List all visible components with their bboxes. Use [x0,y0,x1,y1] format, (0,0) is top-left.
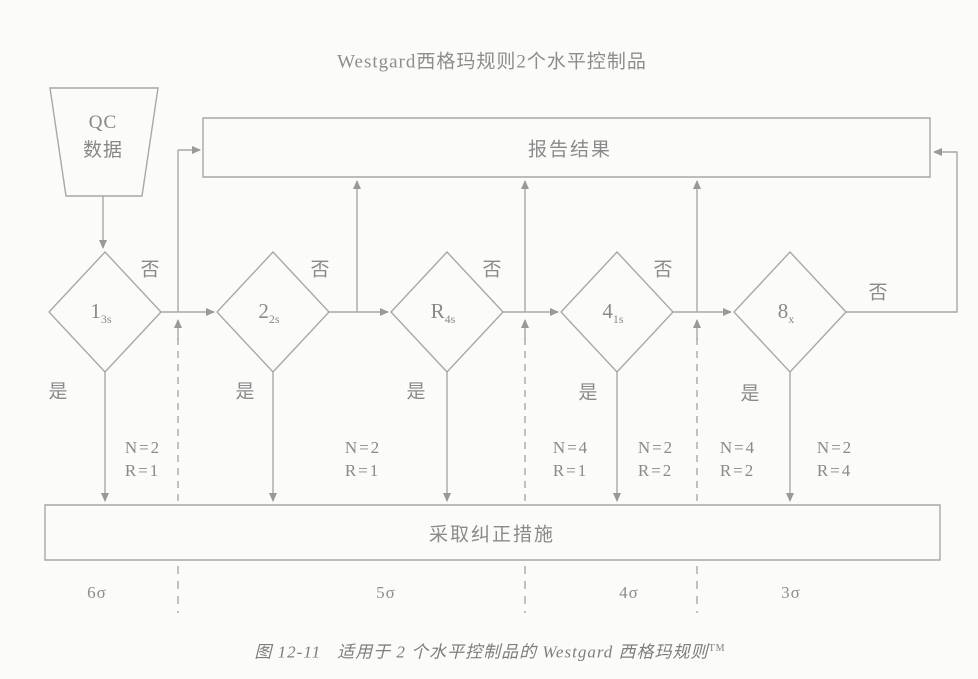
figure-caption-text: 适用于 2 个水平控制品的 Westgard 西格玛规则 [337,642,709,662]
report-results-shape [203,118,930,177]
corrective-action-shape [45,505,940,560]
corrective-action-node: 采取纠正措施 [428,524,556,546]
report-results-node: 报告结果 [527,139,613,161]
yes-label-8x: 是 [740,383,760,405]
decision-r4s: R4s [430,298,456,327]
decision-13s: 13s [90,298,112,327]
no-label-13s: 否 [140,259,160,281]
figure-caption: 图 12-11 适用于 2 个水平控制品的 Westgard 西格玛规则TM [254,638,725,663]
yes-label-13s: 是 [48,381,68,403]
yes-label-22s: 是 [235,381,255,403]
yes-label-r4s: 是 [406,381,426,403]
sigma-label-3: 3σ [781,583,801,602]
no-label-8x: 否 [868,282,888,304]
sigma-label-6: 6σ [87,583,107,602]
no-label-22s: 否 [310,259,330,281]
decision-8x: 8x [777,298,795,327]
trademark-symbol: TM [708,642,726,654]
yes-label-41s: 是 [578,382,598,404]
diagram-title: Westgard西格玛规则2个水平控制品 [337,51,647,73]
qc-data-shape [50,88,158,196]
qc-data-line2: 数据 [82,140,124,161]
sigma-label-5: 5σ [376,583,396,602]
decision-22s: 22s [258,298,280,327]
decision-41s: 41s [602,298,624,327]
qc-data-line1: QC [88,112,118,133]
no-label-r4s: 否 [482,259,502,281]
figure-number: 图 12-11 [254,642,322,662]
sigma-label-4: 4σ [619,583,639,602]
qc-data-node: QC 数据 [83,109,123,165]
no-label-41s: 否 [653,259,673,281]
